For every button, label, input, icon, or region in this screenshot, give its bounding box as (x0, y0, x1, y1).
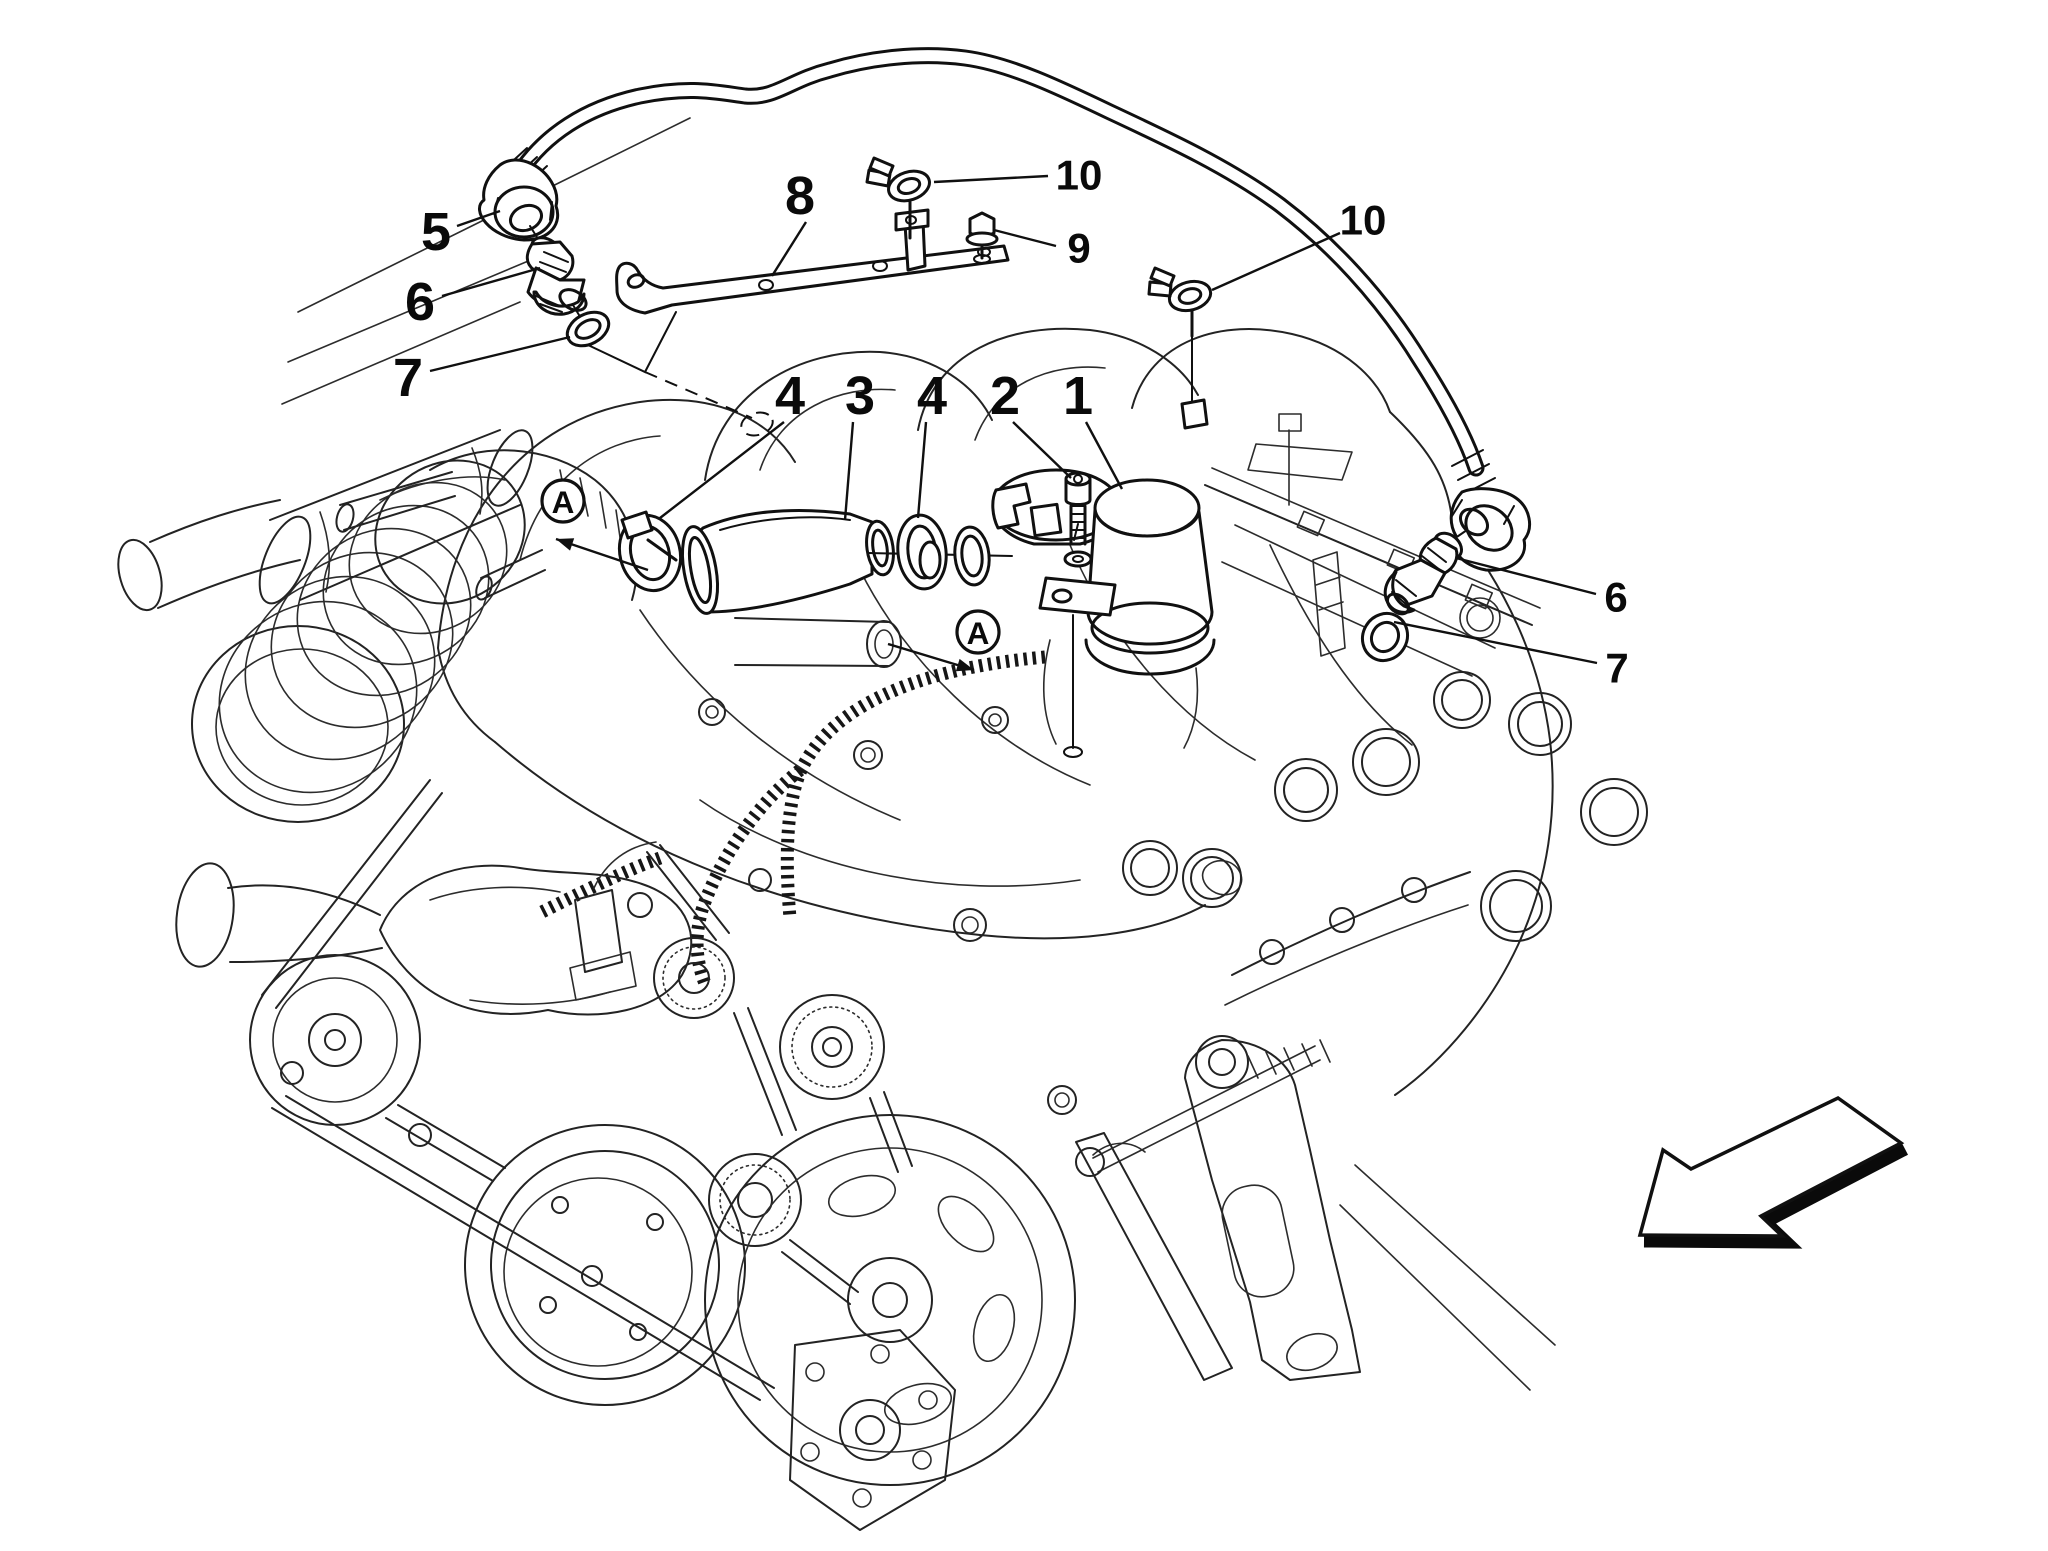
crankshaft-pulley (704, 1114, 1076, 1486)
callout-label: 10 (1340, 197, 1387, 244)
retaining-clip-part10-top (865, 156, 931, 240)
water-pump (175, 841, 693, 1016)
wiring-harness-conduit (539, 650, 1046, 989)
leader-lines (429, 174, 1598, 665)
leader-line (1393, 620, 1598, 665)
separator-cap-part2 (991, 468, 1121, 568)
letter-marker-arrowhead (556, 538, 575, 551)
direction-arrow-body (1637, 1095, 1905, 1238)
letter-marker-circle (955, 609, 1001, 655)
callout-label: 4 (775, 366, 805, 426)
retaining-clip-part10-right (1147, 266, 1353, 481)
engine-illustration (117, 117, 1648, 1531)
bolt-bosses (627, 698, 1077, 1115)
callout-label: 1 (1063, 366, 1093, 426)
leader-line (429, 335, 571, 373)
drive-belt (261, 779, 913, 1401)
letter-marker-arrowhead (955, 658, 974, 672)
cap-screw (1063, 471, 1093, 568)
spark-plug-well-rings (1122, 597, 1648, 942)
fuel-rail (1204, 413, 1541, 657)
exploded-parts (478, 47, 1532, 758)
flanged-nut-part9 (965, 211, 999, 264)
leader-line (916, 421, 928, 519)
leader-line (933, 174, 1049, 184)
callout-label: 10 (1056, 152, 1103, 199)
cam-cover (1122, 411, 1648, 1096)
alternator (335, 449, 638, 601)
callout-label: 7 (393, 348, 423, 408)
direction-arrow (1637, 1095, 1909, 1249)
callout-label: 9 (1067, 225, 1090, 272)
leader-line (1455, 556, 1597, 596)
compressor-plate (789, 1329, 956, 1531)
letter-marker-label: A (967, 615, 990, 651)
letter-marker-label: A (552, 484, 575, 520)
leader-line (1012, 421, 1072, 479)
callout-label: 3 (845, 366, 875, 426)
engine-mount-arm (1075, 1035, 1556, 1391)
letter-marker-circle (540, 478, 586, 524)
leader-line (659, 421, 785, 519)
breather-hose (502, 47, 1496, 495)
idler-pulley (653, 937, 885, 1247)
callout-label: 5 (421, 202, 451, 262)
hose-clamp-part4-left (617, 510, 683, 593)
callout-label: 6 (1604, 574, 1627, 621)
seal-ring-part7-right (1360, 611, 1410, 663)
plenum-edge-lines (281, 117, 691, 405)
threaded-adaptor-part6-left (525, 225, 588, 321)
leader-line (1211, 231, 1341, 292)
callout-label: 8 (785, 166, 815, 226)
threaded-adaptor-part6-right (1383, 531, 1463, 616)
callout-label: 2 (990, 366, 1020, 426)
compressor-clutch-pulley (464, 1124, 746, 1406)
callout-label: 4 (917, 366, 947, 426)
support-bracket-part8 (615, 208, 1010, 315)
connecting-hose-part3 (680, 508, 895, 615)
letter-markers: AA (540, 478, 1001, 672)
sealing-washer-part7-left (565, 310, 611, 348)
leader-line (441, 266, 541, 298)
callout-label: 7 (1605, 645, 1628, 692)
leader-line (1084, 421, 1124, 490)
leader-line (770, 221, 808, 277)
belt-drive (249, 779, 1076, 1531)
projection-lines (587, 311, 774, 437)
hose-end-fitting-right (1447, 487, 1532, 572)
leader-line (843, 421, 855, 521)
hose-clamp-part4-right (867, 513, 1013, 591)
elbow-union-part5 (478, 158, 560, 242)
leader-line (456, 209, 501, 228)
oil-separator-part1 (1038, 478, 1216, 758)
leader-line (993, 228, 1057, 248)
callout-label: 6 (405, 272, 435, 332)
support-strut-tube (734, 617, 902, 668)
intake-duct (117, 429, 534, 823)
